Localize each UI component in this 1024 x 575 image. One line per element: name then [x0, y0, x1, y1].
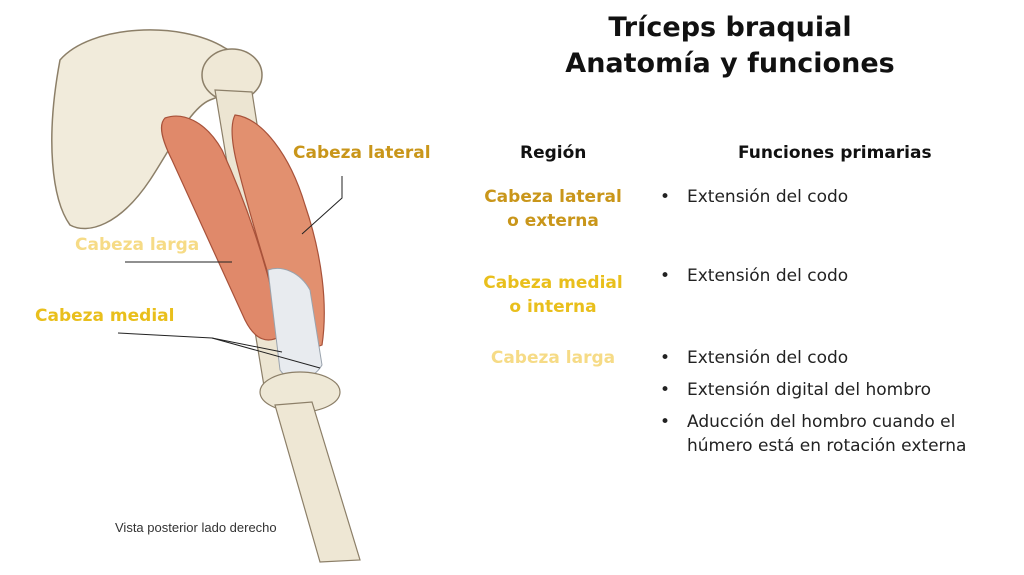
title-line-1: Tríceps braquial — [608, 12, 852, 43]
region-line: Cabeza medial — [483, 273, 623, 293]
functions-list-larga: Extensión del codo Extensión digital del… — [660, 346, 1010, 466]
label-cabeza-lateral: Cabeza lateral — [293, 143, 431, 163]
forearm-bones — [274, 401, 361, 563]
function-item: Aducción del hombro cuando el húmero est… — [660, 410, 1010, 458]
header-functions: Funciones primarias — [738, 143, 932, 163]
region-line: o externa — [507, 211, 599, 231]
functions-list-medial: Extensión del codo — [660, 264, 1010, 296]
page-title: Tríceps braquial Anatomía y funciones — [520, 10, 940, 82]
label-cabeza-larga: Cabeza larga — [75, 235, 200, 255]
function-item: Extensión del codo — [660, 185, 1010, 209]
region-cabeza-larga: Cabeza larga — [478, 346, 628, 370]
region-line: o interna — [509, 297, 597, 317]
region-cabeza-lateral: Cabeza lateral o externa — [478, 185, 628, 233]
region-cabeza-medial: Cabeza medial o interna — [478, 271, 628, 319]
header-region: Región — [520, 143, 587, 163]
label-cabeza-medial: Cabeza medial — [35, 306, 175, 326]
illustration-caption: Vista posterior lado derecho — [115, 520, 277, 535]
long-head-muscle — [160, 115, 283, 341]
function-item: Extensión digital del hombro — [660, 378, 1010, 402]
region-line: Cabeza larga — [490, 348, 616, 368]
triceps-illustration — [51, 29, 361, 563]
function-item: Extensión del codo — [660, 346, 1010, 370]
functions-list-lateral: Extensión del codo — [660, 185, 1010, 217]
function-item: Extensión del codo — [660, 264, 1010, 288]
region-line: Cabeza lateral — [484, 187, 622, 207]
title-line-2: Anatomía y funciones — [565, 48, 895, 79]
